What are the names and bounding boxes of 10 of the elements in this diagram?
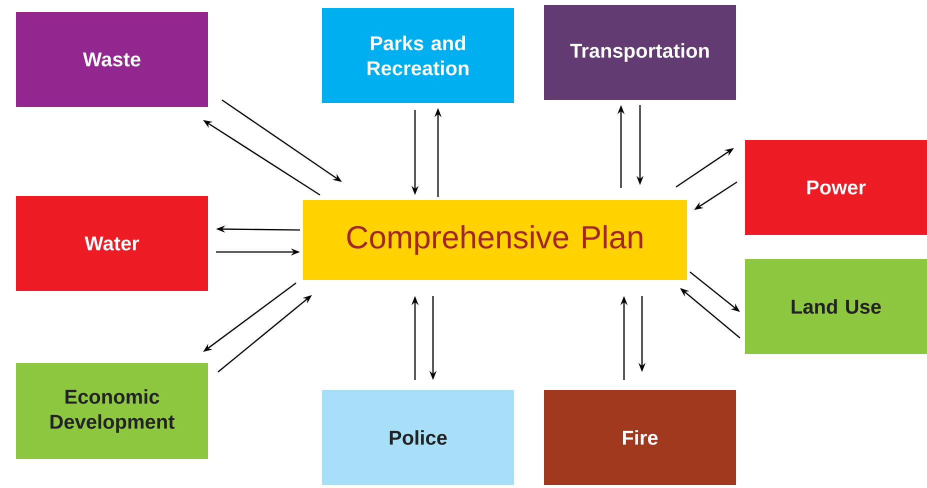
category-box: Transportation — [544, 5, 736, 100]
category-box: Waste — [16, 12, 208, 107]
category-box: Parks and Recreation — [322, 8, 514, 103]
category-box: Power — [745, 140, 927, 235]
category-box: Water — [16, 196, 208, 291]
plan-box: Comprehensive Plan — [303, 200, 687, 280]
category-box: Land Use — [745, 259, 927, 354]
category-box: Police — [322, 390, 514, 485]
category-box: Fire — [544, 390, 736, 485]
category-box: Economic Development — [16, 363, 208, 459]
